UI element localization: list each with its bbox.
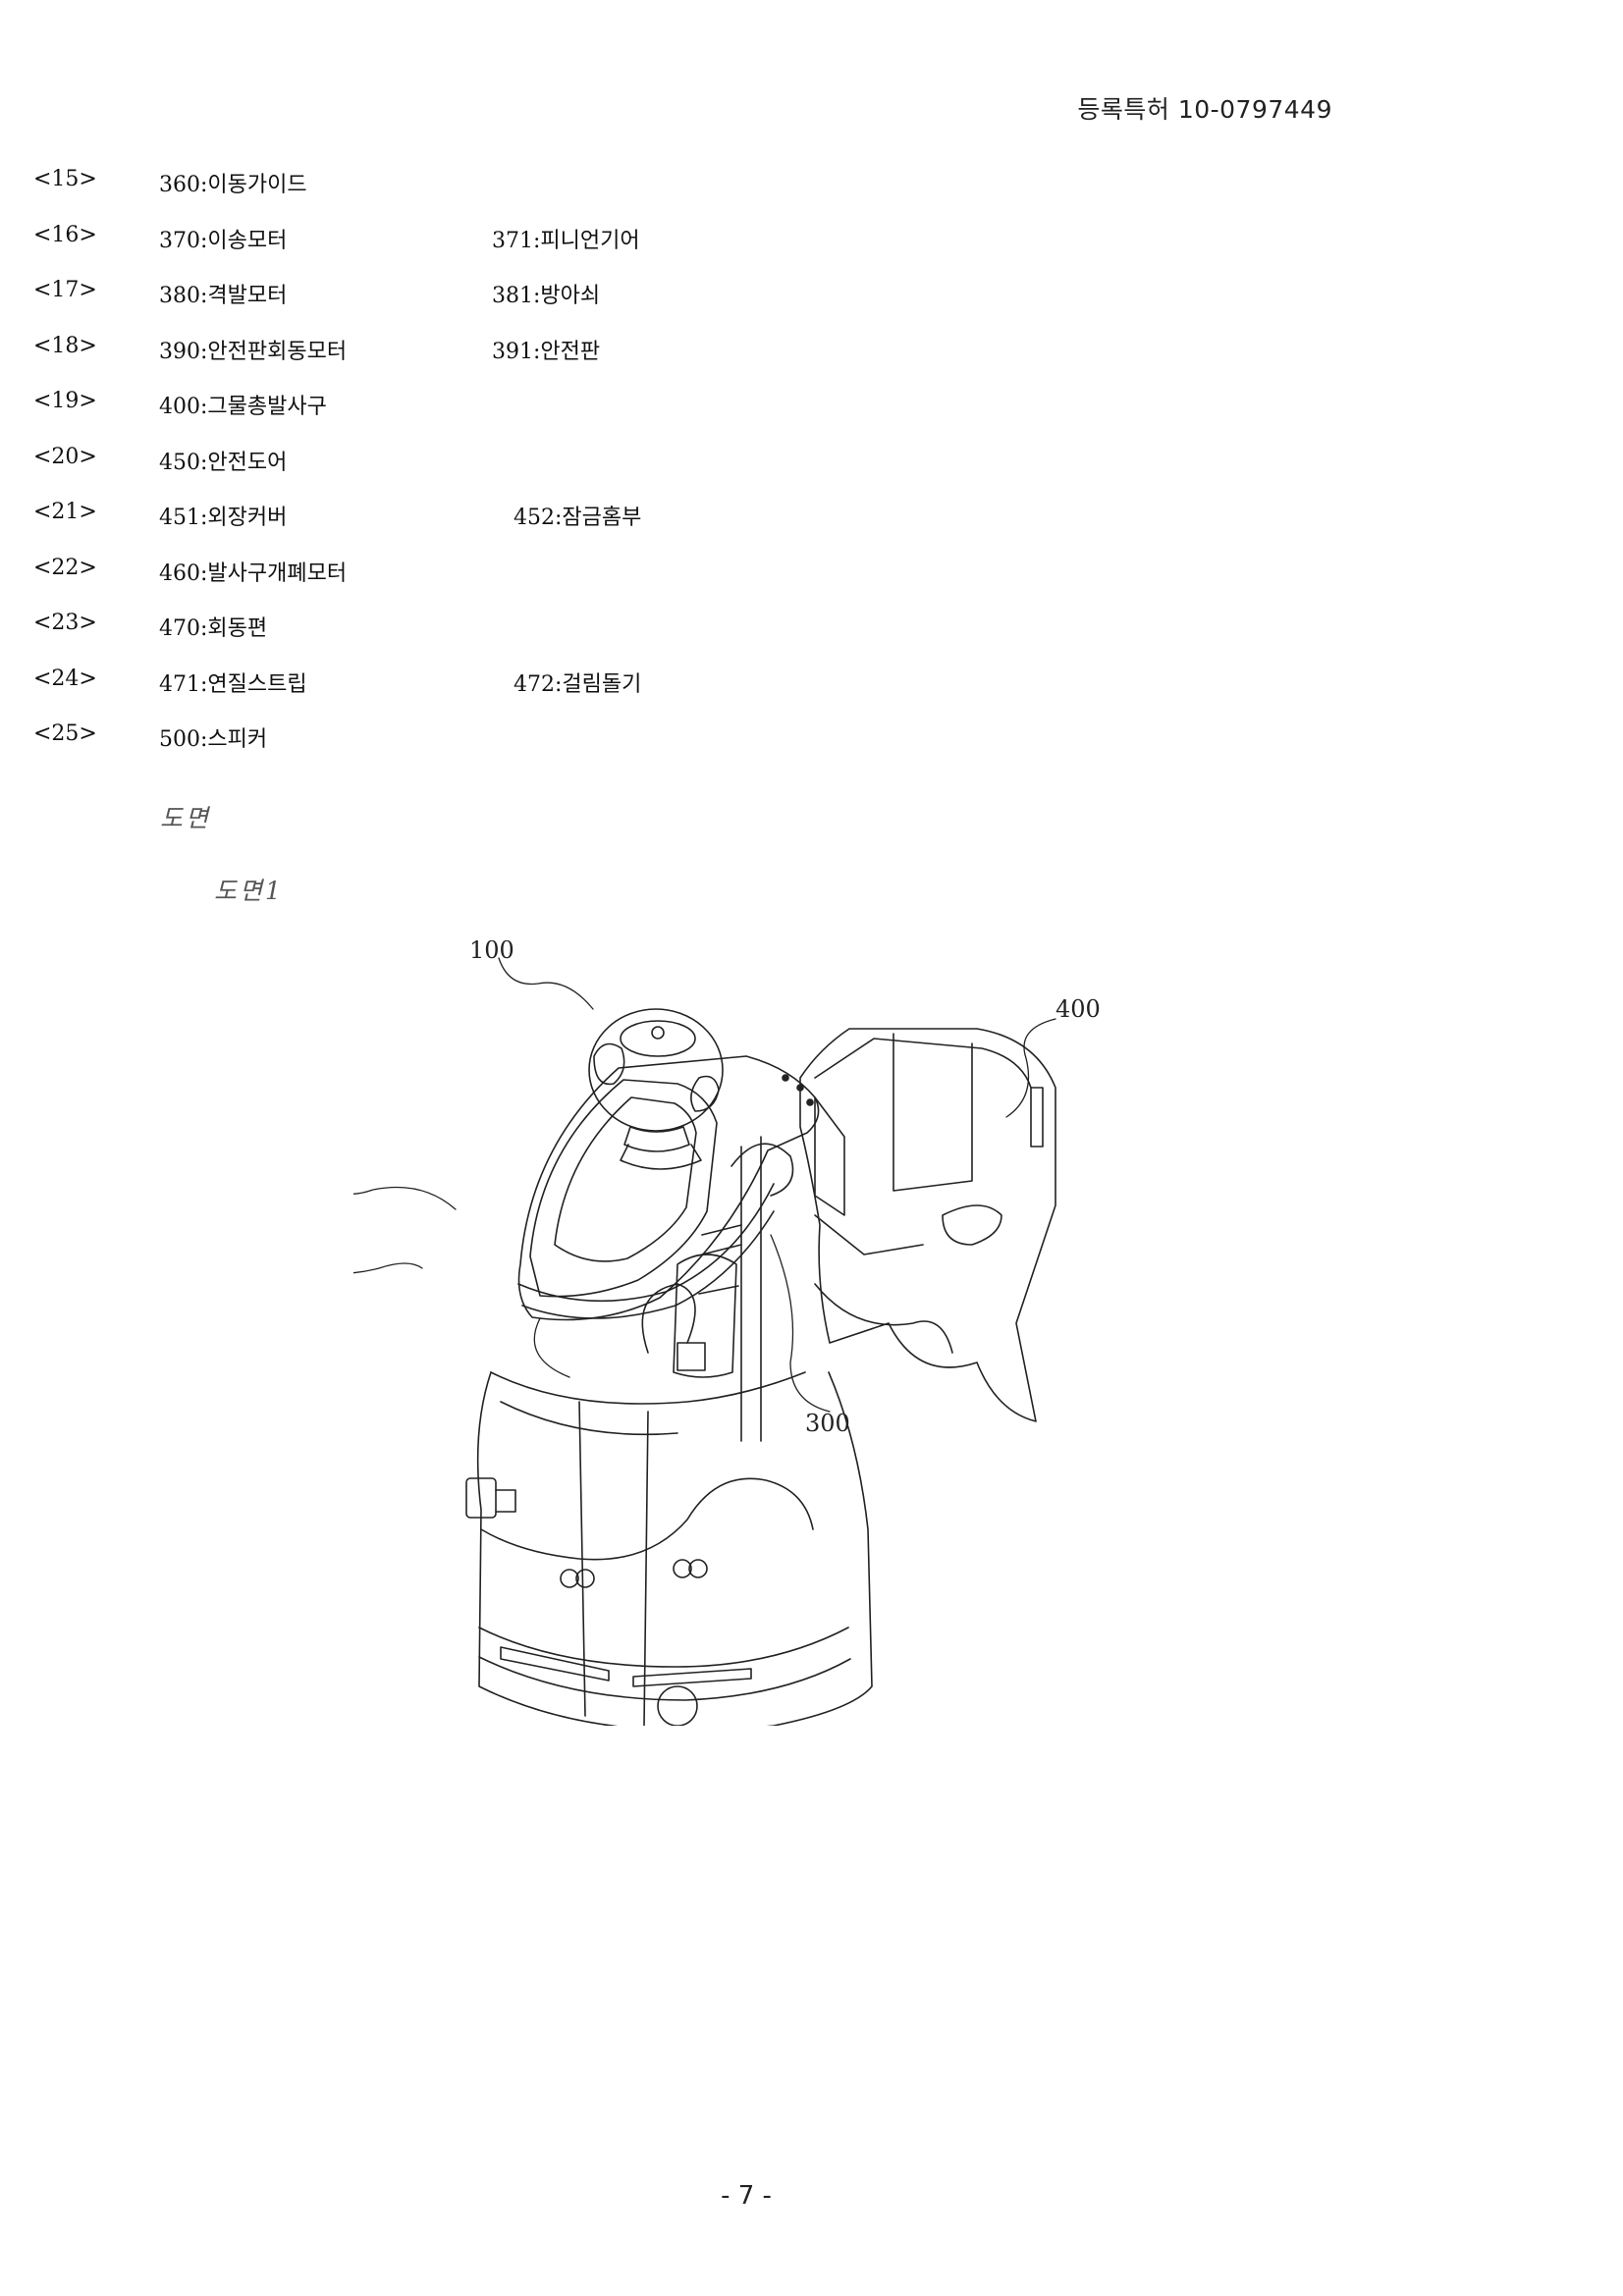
list-row: <16> 370:이송모터 371:피니언기어 [33,223,819,279]
list-row: <17> 380:격발모터 381:방아쇠 [33,278,819,334]
row-item-a: 380:격발모터 [159,278,287,309]
page-number: - 7 - [0,2181,1492,2211]
row-item-b: 391:안전판 [492,334,600,365]
label-100: 100 [469,940,514,964]
row-number: <20> [33,445,97,469]
list-row: <21> 451:외장커버 452:잠금홈부 [33,500,819,556]
row-item-a: 451:외장커버 [159,500,287,531]
row-number: <24> [33,667,97,691]
net-gun-housing [800,1029,1055,1421]
list-row: <18> 390:안전판회동모터 391:안전판 [33,334,819,390]
label-300: 300 [805,1410,850,1437]
figure-labels: 100 400 500 200 300 [353,940,1101,1437]
row-item-a: 470:회동편 [159,611,267,642]
list-row: <23> 470:회동편 [33,611,819,667]
row-item-a: 471:연질스트립 [159,667,307,698]
row-number: <23> [33,611,97,635]
list-row: <24> 471:연질스트립 472:걸림돌기 [33,667,819,722]
row-item-a: 400:그물총발사구 [159,389,327,420]
section-title: 도면 [160,799,211,834]
list-row: <20> 450:안전도어 [33,445,819,501]
row-number: <17> [33,278,97,302]
robot-drawing-figure: 100 400 500 200 300 [353,940,1139,1726]
row-item-a: 450:안전도어 [159,445,287,476]
row-item-a: 500:스피커 [159,721,267,753]
row-number: <18> [33,334,97,358]
row-number: <21> [33,500,97,524]
row-number: <22> [33,556,97,580]
row-number: <19> [33,389,97,413]
robot-torso [518,1056,819,1320]
row-item-b: 472:걸림돌기 [514,667,641,698]
row-item-a: 460:발사구개폐모터 [159,556,347,587]
row-item-a: 370:이송모터 [159,223,287,254]
list-row: <15> 360:이동가이드 [33,167,819,223]
row-number: <16> [33,223,97,247]
robot-head [589,1009,723,1169]
row-item-a: 360:이동가이드 [159,167,307,198]
list-row: <19> 400:그물총발사구 [33,389,819,445]
row-item-b: 371:피니언기어 [492,223,640,254]
row-item-a: 390:안전판회동모터 [159,334,347,365]
label-400: 400 [1055,995,1101,1023]
list-row: <25> 500:스피커 [33,721,819,777]
row-number: <15> [33,167,97,191]
reference-numeral-list: <15> 360:이동가이드 <16> 370:이송모터 371:피니언기어 <… [33,167,819,777]
robot-pole-assembly [642,1137,792,1441]
patent-number-header: 등록특허 10-0797449 [1077,90,1332,126]
robot-line-drawing: 100 400 500 200 300 [353,940,1139,1726]
row-item-b: 381:방아쇠 [492,278,600,309]
list-row: <22> 460:발사구개폐모터 [33,556,819,612]
row-number: <25> [33,721,97,746]
row-item-b: 452:잠금홈부 [514,500,641,531]
figure-title: 도면1 [214,872,284,907]
